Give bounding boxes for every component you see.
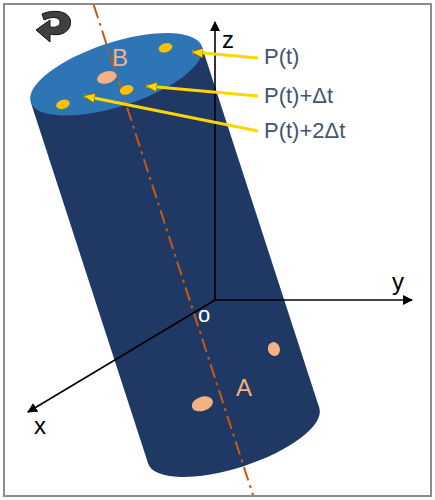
position-label: P(t)+Δt	[264, 85, 333, 107]
origin-label: o	[198, 304, 210, 326]
point-label: B	[112, 46, 128, 70]
position-label: P(t)+2Δt	[264, 120, 345, 142]
axis-label: y	[392, 270, 404, 294]
axis-label: z	[222, 28, 234, 52]
position-label: P(t)	[264, 46, 299, 68]
point-label: A	[236, 376, 252, 400]
axis-label: x	[34, 414, 46, 438]
cylinder	[5, 5, 359, 495]
